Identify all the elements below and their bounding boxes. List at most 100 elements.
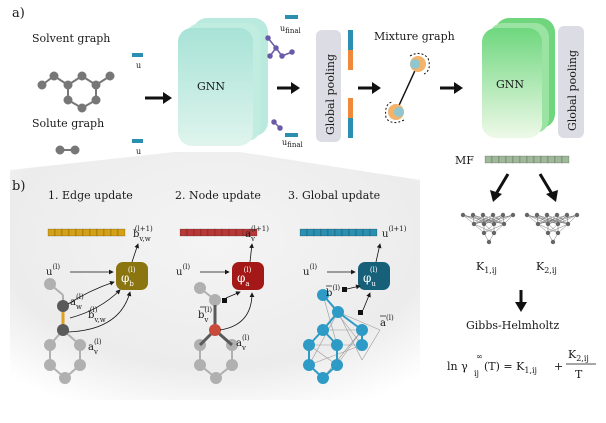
edge-a-v-label: av(l) xyxy=(88,338,102,356)
vector-cell xyxy=(306,228,315,237)
solute-u-vector xyxy=(132,139,143,143)
vector-cell xyxy=(320,228,329,237)
global-b-arrow xyxy=(346,284,361,290)
vector-cell xyxy=(61,228,70,237)
vector-cell xyxy=(54,228,63,237)
vector-cell xyxy=(89,228,98,237)
tree-edge xyxy=(537,214,558,225)
vector-cell xyxy=(327,228,336,237)
solute-u-label: u xyxy=(136,147,141,156)
right-arrow-icon xyxy=(145,92,172,104)
tree-network-icon xyxy=(460,212,516,245)
k1-label: K1,ij xyxy=(476,260,497,275)
solute-molecule xyxy=(55,145,80,155)
vector-cell xyxy=(221,228,230,237)
tree-edge xyxy=(526,214,539,225)
tree-network-icon xyxy=(524,212,580,245)
tree-edge xyxy=(462,214,475,225)
node-output-label: av(l+1) xyxy=(245,225,269,243)
vector-cell xyxy=(103,228,112,237)
global-a-bar-label: a(l) xyxy=(380,314,394,329)
vector-cell xyxy=(110,228,119,237)
solvent-graph-label: Solvent graph xyxy=(32,32,110,45)
edge-b-arrow xyxy=(69,289,121,319)
down-arrow-icon xyxy=(490,173,510,202)
tree-edge xyxy=(537,214,578,225)
gibbs-equation: ln γ ∞ ij (T) = K1,ij + K2,ij T xyxy=(447,348,596,381)
svg-text:+: + xyxy=(554,360,563,373)
phi-b-box xyxy=(116,262,148,290)
vector-cell xyxy=(313,228,322,237)
tree-node xyxy=(544,212,550,218)
mf-label: MF xyxy=(455,154,474,167)
tree-node xyxy=(491,230,497,236)
u-final-bottom-vector xyxy=(285,133,298,137)
down-arrow-icon xyxy=(515,290,527,312)
tree-node xyxy=(564,212,570,218)
vector-cell xyxy=(299,228,308,237)
vector-cell xyxy=(193,228,202,237)
tree-node xyxy=(545,230,551,236)
vector-cell xyxy=(249,228,258,237)
phi-b-label: φb(l) xyxy=(121,266,136,288)
panel-b-label: b) xyxy=(12,179,25,194)
tree-node xyxy=(524,212,530,218)
vector-cell xyxy=(355,228,364,237)
mf-vector xyxy=(484,155,570,164)
tree-edge xyxy=(483,223,505,234)
mf-cell xyxy=(491,155,500,164)
tree-node xyxy=(486,239,492,245)
edge-output-label: bv,w(l+1) xyxy=(133,225,153,243)
tree-node xyxy=(545,221,551,227)
edge-u-label: u(l) xyxy=(46,263,60,278)
global-update-title: 3. Global update xyxy=(288,189,380,202)
vector-cell xyxy=(47,228,56,237)
tree-node xyxy=(491,221,497,227)
svg-text:∞: ∞ xyxy=(476,352,483,361)
pooled-vector-top xyxy=(348,30,353,70)
mf-cell xyxy=(512,155,521,164)
node-output-vector xyxy=(179,228,258,237)
mf-cell xyxy=(498,155,507,164)
tree-node xyxy=(500,212,506,218)
tree-node xyxy=(535,221,541,227)
edge-out-arrow xyxy=(131,243,140,263)
vector-cell xyxy=(362,228,371,237)
node-aggregate-marker xyxy=(222,298,227,303)
pooled-vector-bottom xyxy=(348,98,353,138)
tree-edge xyxy=(473,214,504,225)
right-arrow-icon xyxy=(358,82,381,94)
solvent-u-vector xyxy=(132,53,143,57)
vector-cell xyxy=(341,228,350,237)
solute-graph-label: Solute graph xyxy=(32,117,104,130)
mf-cell xyxy=(526,155,535,164)
right-arrow-icon xyxy=(277,82,300,94)
mf-cell xyxy=(484,155,493,164)
phi-a-label: φa(l) xyxy=(237,266,252,288)
mf-cell xyxy=(519,155,528,164)
global-update-diagram xyxy=(303,287,381,384)
u-final-top-vector xyxy=(285,15,298,19)
phi-a-box xyxy=(232,262,264,290)
down-arrow-icon xyxy=(538,173,558,202)
global-b-bar-label: b(l) xyxy=(326,284,340,299)
tree-edge xyxy=(557,214,578,225)
edge-output-vector xyxy=(47,228,126,237)
global-output-vector xyxy=(299,228,378,237)
mf-cell xyxy=(533,155,542,164)
svg-text:ij: ij xyxy=(474,369,479,378)
tree-edge xyxy=(537,214,568,225)
tree-edge xyxy=(537,223,549,234)
mf-cell xyxy=(561,155,570,164)
edge-update-title: 1. Edge update xyxy=(48,189,133,202)
tree-node xyxy=(481,221,487,227)
tree-edge xyxy=(483,214,514,225)
tree-edge xyxy=(547,223,569,234)
tree-edge xyxy=(473,214,514,225)
vector-cell xyxy=(348,228,357,237)
vector-cell xyxy=(179,228,188,237)
svg-text:ln γ: ln γ xyxy=(447,360,468,373)
tree-node xyxy=(554,212,560,218)
global-out-arrow xyxy=(375,243,382,263)
